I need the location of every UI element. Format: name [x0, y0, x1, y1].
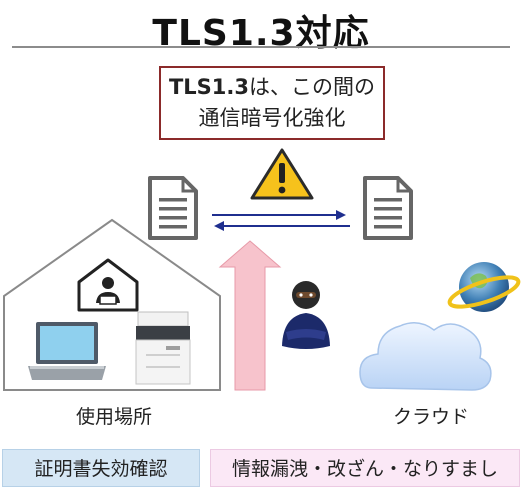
document-icon-left — [148, 176, 198, 240]
cloud-label: クラウド — [392, 406, 469, 428]
warning-icon — [250, 148, 314, 200]
title-divider — [12, 46, 510, 48]
attacker-icon — [282, 281, 330, 349]
callout-bold-text: TLS1.3 — [168, 75, 250, 99]
home-user-icon — [77, 258, 139, 312]
callout-line1-text: は、この間の — [249, 75, 376, 99]
cloud-icon — [359, 322, 492, 391]
communication-arrows — [212, 210, 350, 231]
workplace-label: 使用場所 — [75, 406, 152, 428]
laptop-icon — [28, 322, 106, 380]
globe-icon — [447, 262, 521, 312]
tls-callout-box: TLS1.3は、この間の 通信暗号化強化 — [159, 66, 385, 140]
certificate-revocation-tag: 証明書失効確認 — [2, 449, 200, 487]
workplace-house-outline — [3, 218, 221, 391]
printer-icon — [135, 311, 191, 385]
document-icon-right — [363, 176, 413, 240]
threats-tag: 情報漏洩・改ざん・なりすまし — [210, 449, 520, 487]
attack-up-arrow — [218, 240, 282, 391]
callout-line2-text: 通信暗号化強化 — [198, 106, 346, 130]
